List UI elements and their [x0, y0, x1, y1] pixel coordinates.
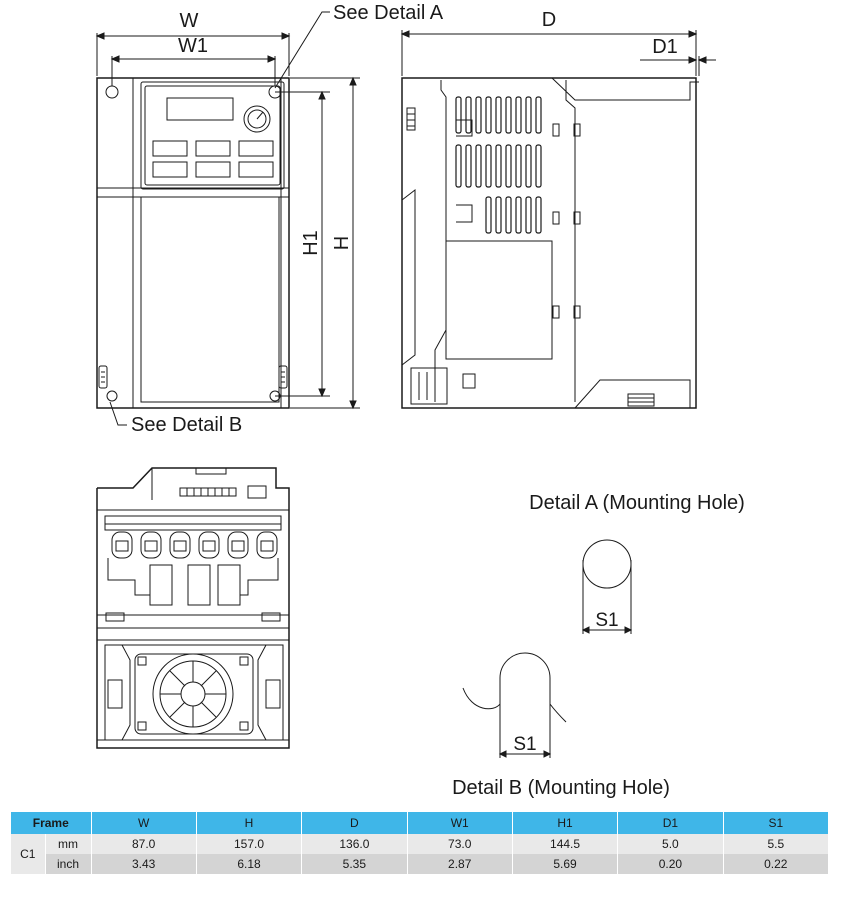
table-header-h1: H1 [512, 812, 619, 834]
table-header-w: W [91, 812, 197, 834]
table-cell-unit: inch [45, 854, 92, 874]
table-cell: 0.20 [617, 854, 724, 874]
label-h: H [331, 236, 353, 250]
front-view [96, 77, 290, 409]
detail-b-slot [462, 652, 567, 758]
table-header-d: D [301, 812, 408, 834]
table-cell: 6.18 [196, 854, 303, 874]
table-row-mm: C1 mm 87.0 157.0 136.0 73.0 144.5 5.0 5.… [11, 834, 830, 874]
detail-a-title: Detail A (Mounting Hole) [529, 492, 745, 514]
table-cell: 136.0 [301, 834, 408, 854]
table-header-w1: W1 [407, 812, 513, 834]
label-d1: D1 [652, 36, 678, 58]
table-cell: 2.87 [407, 854, 513, 874]
dimension-lines-w [95, 11, 330, 426]
dimension-lines-d [400, 30, 716, 76]
table-cell: 5.35 [301, 854, 408, 874]
bottom-view [96, 467, 290, 749]
table-cell: 3.43 [91, 854, 197, 874]
table-cell-frame: C1 [11, 834, 46, 874]
table-cell: 5.0 [617, 834, 724, 854]
dimension-drawing: W W1 See Detail A D D1 H1 H See Detail B… [95, 2, 745, 799]
table-cell: 87.0 [91, 834, 197, 854]
table-cell: 157.0 [196, 834, 303, 854]
table-cell: 5.5 [723, 834, 830, 854]
dimension-lines-h [275, 76, 360, 410]
table-header-frame: Frame [11, 812, 92, 834]
table-cell-unit: mm [45, 834, 92, 854]
label-w: W [180, 10, 199, 32]
label-see-detail-a: See Detail A [333, 2, 444, 24]
detail-a-s1-label: S1 [595, 610, 618, 631]
side-view [401, 77, 699, 409]
table-row-inch: inch 3.43 6.18 5.35 2.87 5.69 0.20 0.22 [11, 854, 830, 874]
table-header-d1: D1 [617, 812, 724, 834]
table-cell: 73.0 [407, 834, 513, 854]
label-d: D [542, 9, 556, 31]
detail-b-title: Detail B (Mounting Hole) [452, 777, 670, 799]
table-cell: 0.22 [723, 854, 830, 874]
table-cell: 5.69 [512, 854, 619, 874]
label-see-detail-b: See Detail B [131, 414, 242, 436]
table-header-s1: S1 [723, 812, 830, 834]
detail-a-hole [581, 539, 633, 634]
label-w1: W1 [178, 35, 208, 57]
table-cell: 144.5 [512, 834, 619, 854]
dimension-table: Frame W H D W1 H1 D1 S1 C1 mm 87.0 157.0… [11, 812, 830, 874]
detail-b-s1-label: S1 [513, 734, 536, 755]
table-header-h: H [196, 812, 303, 834]
label-h1: H1 [300, 230, 322, 256]
table-header-row: Frame W H D W1 H1 D1 S1 [11, 812, 830, 834]
